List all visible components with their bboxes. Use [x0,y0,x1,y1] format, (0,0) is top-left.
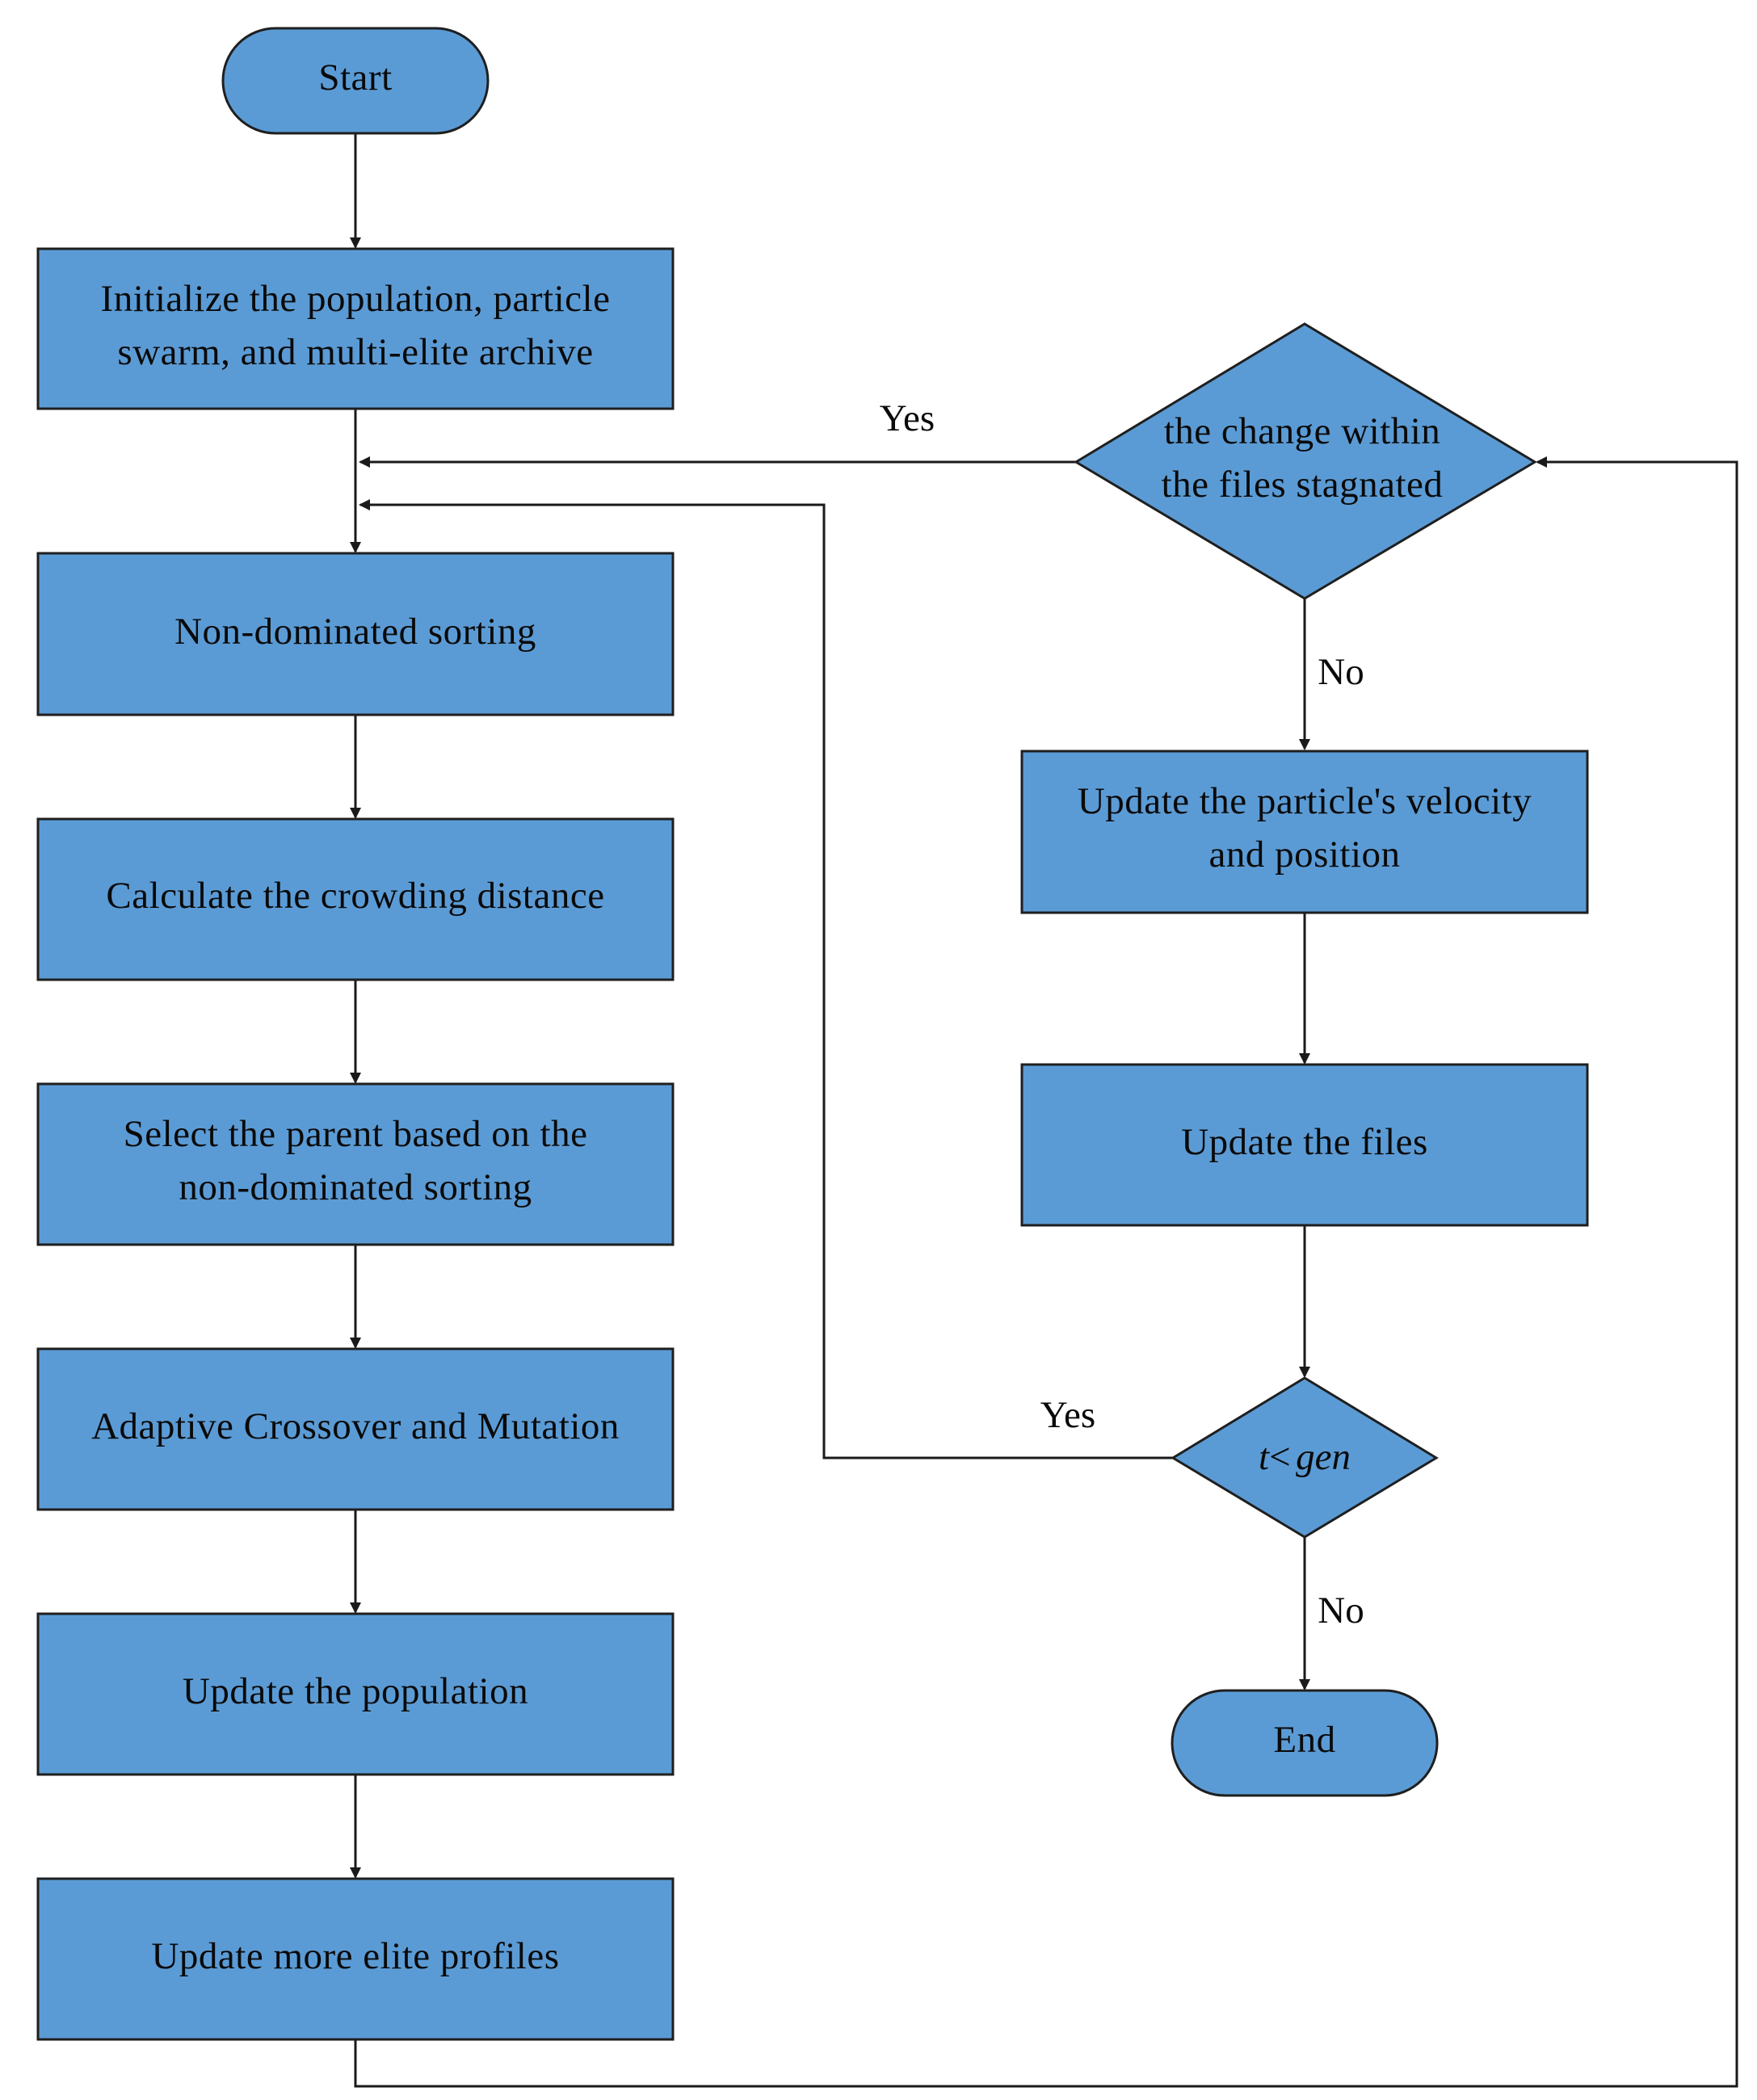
update-pop-label: Update the population [183,1670,528,1712]
update-elite-node: Update more elite profiles [36,1877,675,2041]
tgen-diamond [1171,1376,1439,1539]
update-elite-box [36,1877,675,2041]
crowd-label: Calculate the crowding distance [106,875,604,917]
init-label-line2: swarm, and multi-elite archive [117,331,593,373]
stagnated-no-label: No [1318,651,1364,693]
stagnated-node: the change within the files stagnated [1074,322,1537,600]
tgen-no-label: No [1318,1590,1364,1632]
crowd-box [36,817,675,981]
select-node: Select the parent based on the non-domin… [36,1082,675,1246]
end-terminal [1171,1689,1439,1797]
crowd-node: Calculate the crowding distance [36,817,675,981]
crossover-box [36,1347,675,1511]
select-box [36,1082,675,1246]
init-label-line1: Initialize the population, particle [101,278,611,320]
update-files-label: Update the files [1181,1121,1428,1163]
nds-label: Non-dominated sorting [174,611,536,653]
crossover-label: Adaptive Crossover and Mutation [91,1405,620,1447]
select-label-line1: Select the parent based on the [124,1113,588,1155]
update-particle-node: Update the particle's velocity and posit… [1020,750,1589,914]
end-node: End [1171,1689,1439,1797]
end-label: End [1273,1719,1335,1761]
update-files-box [1020,1063,1589,1227]
arrow-tgen-yes [359,499,1173,1460]
update-elite-label: Update more elite profiles [151,1935,559,1977]
update-particle-label-line2: and position [1208,834,1400,876]
stagnated-yes-label: Yes [880,397,935,439]
nds-box [36,552,675,716]
init-box [36,247,675,410]
update-particle-label-line1: Update the particle's velocity [1078,780,1532,822]
arrow-updateelite-to-stagnated [354,456,1738,2088]
tgen-var-gen: gen [1296,1436,1351,1478]
nds-node: Non-dominated sorting [36,552,675,716]
stagnated-label-line1: the change within [1164,410,1441,452]
start-node: Start [221,27,490,135]
update-pop-node: Update the population [36,1612,675,1776]
crossover-node: Adaptive Crossover and Mutation [36,1347,675,1511]
select-label-line2: non-dominated sorting [179,1166,532,1208]
tgen-var-t: t [1259,1436,1270,1478]
tgen-yes-label: Yes [1040,1394,1095,1436]
tgen-op: < [1269,1436,1291,1478]
connectors [350,133,1738,2088]
stagnated-diamond [1074,322,1537,600]
update-pop-box [36,1612,675,1776]
init-node: Initialize the population, particle swar… [36,247,675,410]
update-files-node: Update the files [1020,1063,1589,1227]
tgen-label: t<gen [1259,1436,1351,1478]
stagnated-label-line2: the files stagnated [1162,464,1444,506]
tgen-node: t<gen [1171,1376,1439,1539]
start-label: Start [318,57,392,99]
start-terminal [221,27,490,135]
update-particle-box [1020,750,1589,914]
